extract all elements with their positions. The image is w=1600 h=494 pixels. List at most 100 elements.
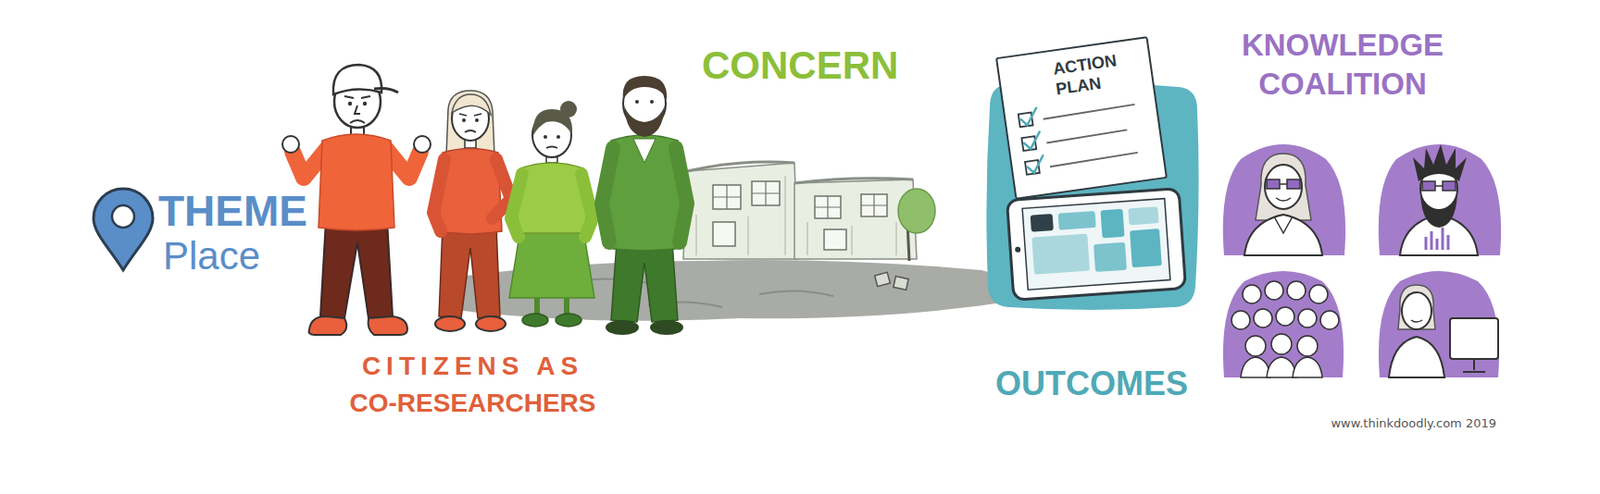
expert-portrait-part [1442, 181, 1456, 191]
building-part-part [712, 222, 736, 247]
citizen-figure-part [556, 135, 561, 139]
outcome-panel-art-part-part [1031, 234, 1090, 275]
outcome-panel-art-part-part [1129, 228, 1163, 268]
group-portrait-part-part [1297, 336, 1318, 357]
outcome-panel: OUTCOMESACTION PLAN [984, 81, 1200, 312]
outcome-panel-art-part-part [1022, 199, 1171, 291]
place-heading-slot: Place [162, 235, 302, 278]
expert-portrait [1223, 144, 1346, 256]
outcome-heading: OUTCOMES [984, 364, 1200, 404]
group-portrait-part-part [1271, 334, 1292, 355]
citizen-figure-part [282, 136, 300, 153]
ground-patch-part [875, 272, 891, 287]
citizen-figure-part [446, 90, 495, 156]
group-portrait-part-part [1253, 309, 1273, 328]
expert-portrait [1378, 271, 1500, 378]
outcome-panel-art-part [1006, 188, 1186, 301]
citizen-figure-part [438, 226, 500, 319]
expert-portrait-part [1378, 271, 1500, 378]
group-portrait-part-part [1292, 357, 1323, 378]
citizen-figure-part [633, 138, 656, 163]
location-pin-part [93, 188, 153, 271]
citizen-figure-part [462, 118, 466, 123]
expert-portrait-part [1450, 318, 1499, 360]
expert-portrait-part [1412, 144, 1467, 182]
group-portrait-part-part [1266, 357, 1297, 378]
citizen-figure [601, 75, 688, 336]
building-part [683, 162, 799, 260]
theme-heading-slot: THEME [158, 187, 344, 236]
citizen-figure-part [318, 134, 395, 231]
place-heading: Place [162, 235, 302, 278]
citizen-figure-part [611, 242, 678, 323]
group-portrait-part-part [1275, 307, 1295, 326]
group-portrait [1223, 271, 1344, 378]
citizen-figure-part [650, 320, 684, 336]
theme-heading: THEME [158, 187, 344, 236]
group-caption-slot: CITIZENS AS CO-RESEARCHERS [340, 348, 605, 423]
group-portrait-part-part [1264, 281, 1284, 300]
expert-portrait-part [1388, 337, 1445, 378]
expert-portrait-part [1274, 216, 1293, 234]
citizen-figure-part [543, 135, 548, 139]
citizen-figure-part [320, 220, 393, 319]
ground-patch-part [893, 276, 909, 291]
action-plan-sheet-art-part-part [1042, 104, 1142, 167]
expert-portrait-part [1401, 292, 1432, 330]
building-part [712, 181, 888, 250]
group-portrait-part-part [1242, 285, 1262, 304]
citizen-figure-part [368, 316, 408, 336]
concern-heading-slot: CONCERN [701, 42, 943, 89]
citizen-figure-part [475, 316, 506, 332]
citizen-figure-part [650, 100, 654, 104]
citizen-figure-part [635, 100, 639, 104]
expert-portrait-part [1462, 359, 1486, 373]
outcome-panel-art-part-part [1127, 206, 1159, 225]
building-part [696, 175, 897, 256]
expert-portrait-part [1378, 144, 1501, 256]
building-part [794, 178, 913, 184]
building [683, 162, 936, 262]
watermark-slot: www.thinkdoodly.com 2019 [1296, 416, 1497, 432]
building-part-part [824, 229, 847, 250]
citizen-figure-part [546, 147, 558, 150]
outcome-panel-art-part-part [1006, 188, 1186, 301]
citizen-figure-part [560, 100, 577, 118]
expert-portrait-part [1275, 184, 1291, 201]
citizen-figure-part [624, 105, 665, 138]
citizen-figure-part [309, 316, 348, 336]
group-portrait-part [1223, 271, 1344, 378]
citizen-figure-part [601, 148, 613, 243]
group-portrait-part-part [1309, 285, 1328, 304]
group-portrait-part-part [1287, 281, 1306, 300]
expert-portrait-part [1264, 164, 1302, 210]
group-portrait-part-part [1320, 311, 1339, 330]
group-portrait-part-part [1240, 357, 1271, 378]
citizen-figure-part [344, 96, 371, 124]
expert-portrait-part [1223, 144, 1346, 256]
outcome-panel-art-part-part [1093, 242, 1127, 273]
location-pin [93, 188, 153, 271]
expert-portrait [1378, 144, 1501, 256]
expert-portrait-part [1244, 214, 1323, 256]
expert-portrait-part [1425, 227, 1449, 250]
building-part [687, 162, 795, 172]
citizen-figure-part [623, 75, 667, 100]
citizen-figure-part [435, 316, 465, 332]
citizen-figure-part [581, 174, 593, 238]
outcome-panel-art-part-part [1014, 247, 1021, 253]
citizen-figure-part [451, 94, 491, 115]
outcome-panel-art-part-part [1100, 209, 1125, 239]
expert-portrait-part [1255, 153, 1312, 221]
action-plan-sheet-art-part [1019, 108, 1045, 175]
citizen-figure-part [475, 118, 479, 123]
expert-portrait-part [1411, 320, 1423, 323]
watermark: www.thinkdoodly.com 2019 [1296, 416, 1497, 432]
location-pin-part [112, 205, 135, 228]
citizen-figure-part [555, 313, 582, 327]
citizen-figure-part [374, 88, 399, 94]
building-part [794, 179, 917, 260]
action-plan-sheet-art-part [1018, 98, 1143, 175]
expert-portrait-part [1266, 179, 1280, 189]
